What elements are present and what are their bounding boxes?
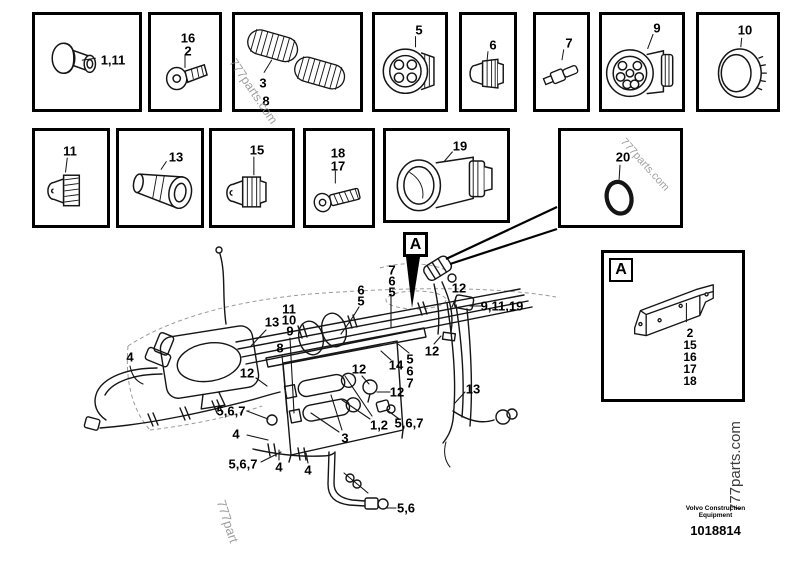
callout-label: 7 bbox=[406, 375, 414, 391]
part-box-10: 10 bbox=[696, 12, 780, 112]
section-a-label: A bbox=[403, 232, 428, 257]
part-number-label: 3 bbox=[259, 75, 267, 91]
part-5-connector-drawing bbox=[382, 36, 435, 95]
callout-label: 8 bbox=[276, 340, 284, 356]
callout-label: 5,6,7 bbox=[228, 456, 258, 472]
part-number-label: 1,11 bbox=[100, 52, 126, 68]
part-box-3-8: 3 8 bbox=[232, 12, 363, 112]
callout-label: 12 bbox=[451, 280, 467, 296]
callout-label: 14 bbox=[388, 357, 404, 373]
part-15-grommet-drawing bbox=[226, 156, 267, 208]
part-number-label: 19 bbox=[452, 138, 468, 154]
part-number-label: 16 bbox=[180, 30, 196, 46]
callout-label: 12 bbox=[351, 361, 367, 377]
callout-label: 5 bbox=[357, 293, 365, 309]
part-10-ring-nut-drawing bbox=[717, 37, 767, 99]
callout-label: 9,11,19 bbox=[480, 298, 524, 314]
part-20-o-ring-drawing bbox=[604, 164, 634, 216]
brand-line1: Volvo Construction bbox=[685, 505, 746, 512]
callout-label: 4 bbox=[275, 459, 283, 475]
part-number-label: 6 bbox=[489, 37, 497, 53]
detail-a-bracket-drawing bbox=[633, 284, 714, 337]
part-number-label: 2 bbox=[184, 43, 192, 59]
callout-label: 5 bbox=[406, 351, 414, 367]
part-19-housing-drawing bbox=[396, 151, 493, 212]
callout-label: 13 bbox=[264, 314, 280, 330]
callout-label: 5,6 bbox=[396, 500, 416, 516]
callout-label: 3 bbox=[341, 430, 349, 446]
part-box-13: 13 bbox=[116, 128, 204, 228]
part-box-11: 11 bbox=[32, 128, 110, 228]
detail-a-corner-label: A bbox=[609, 258, 633, 282]
part-box-16-2: 16 2 bbox=[148, 12, 222, 112]
section-a-pointer bbox=[406, 257, 420, 308]
part-11-plug-drawing bbox=[47, 157, 81, 207]
callout-label: 5 bbox=[388, 284, 396, 300]
part-box-7: 7 bbox=[533, 12, 590, 112]
part-box-5: 5 bbox=[372, 12, 448, 112]
callout-label: 7 bbox=[388, 262, 396, 278]
part-number-label: 18 bbox=[330, 145, 346, 161]
part-13-boot-drawing bbox=[132, 160, 193, 210]
part-3-8-conduit-drawing bbox=[247, 29, 346, 90]
part-number-label: 17 bbox=[330, 158, 346, 174]
part-box-18-17: 18 17 bbox=[303, 128, 375, 228]
callout-label: 11 bbox=[282, 301, 296, 317]
part-number-label: 15 bbox=[249, 142, 265, 158]
brand-line2: Equipment bbox=[698, 512, 733, 519]
part-number-label: 11 bbox=[63, 143, 77, 159]
part-18-17-screw-drawing bbox=[313, 170, 361, 213]
watermark-right-vertical: 777parts.com bbox=[727, 421, 744, 512]
callout-label: 5,6,7 bbox=[394, 415, 424, 431]
callout-label: 12 bbox=[239, 365, 255, 381]
detail-a-callout: 2 bbox=[686, 326, 694, 340]
figure-number: 1018814 bbox=[690, 523, 741, 538]
callout-label: 12 bbox=[424, 343, 440, 359]
detail-a-callout: 18 bbox=[683, 374, 697, 388]
part-box-19: 19 bbox=[383, 128, 510, 223]
callout-label: 10 bbox=[281, 312, 297, 328]
part-number-label: 7 bbox=[565, 35, 573, 51]
callout-label: 1,2 bbox=[369, 417, 389, 433]
part-number-label: 5 bbox=[415, 22, 423, 38]
callout-label: 13 bbox=[465, 381, 481, 397]
callout-label: 12 bbox=[389, 384, 405, 400]
part-box-15: 15 bbox=[209, 128, 295, 228]
part-1-11-grommet-drawing bbox=[51, 42, 97, 75]
part-box-9: 9 bbox=[599, 12, 685, 112]
part-box-6: 6 bbox=[459, 12, 517, 112]
part-number-label: 10 bbox=[737, 22, 753, 38]
part-16-2-screw-drawing bbox=[165, 54, 208, 91]
callout-label: 4 bbox=[232, 426, 240, 442]
detail-a-callout: 17 bbox=[683, 362, 697, 376]
detail-a-callout: 16 bbox=[683, 350, 697, 364]
brand-text: Volvo Construction Equipment bbox=[668, 505, 763, 519]
part-number-label: 9 bbox=[653, 20, 661, 36]
detail-a-callout: 15 bbox=[683, 338, 697, 352]
part-number-label: 8 bbox=[262, 93, 270, 109]
callout-label: 4 bbox=[126, 349, 134, 365]
part-box-1-11: 1,11 bbox=[32, 12, 142, 112]
callout-label: 6 bbox=[388, 273, 396, 289]
callout-label: 4 bbox=[304, 462, 312, 478]
callout-label: 6 bbox=[406, 363, 414, 379]
callout-label: 5,6,7 bbox=[216, 403, 246, 419]
detail-a-box: A 2 15 16 17 18 bbox=[601, 250, 745, 402]
part-box-20: 20 777parts.com bbox=[558, 128, 683, 228]
part-9-connector-drawing bbox=[605, 33, 674, 98]
part-number-label: 20 bbox=[615, 149, 631, 165]
callout-label: 6 bbox=[357, 282, 365, 298]
part-number-label: 13 bbox=[168, 149, 184, 165]
part-6-seal-drawing bbox=[469, 51, 504, 89]
callout-label: 9 bbox=[286, 323, 294, 339]
part-7-pin-drawing bbox=[542, 49, 579, 86]
